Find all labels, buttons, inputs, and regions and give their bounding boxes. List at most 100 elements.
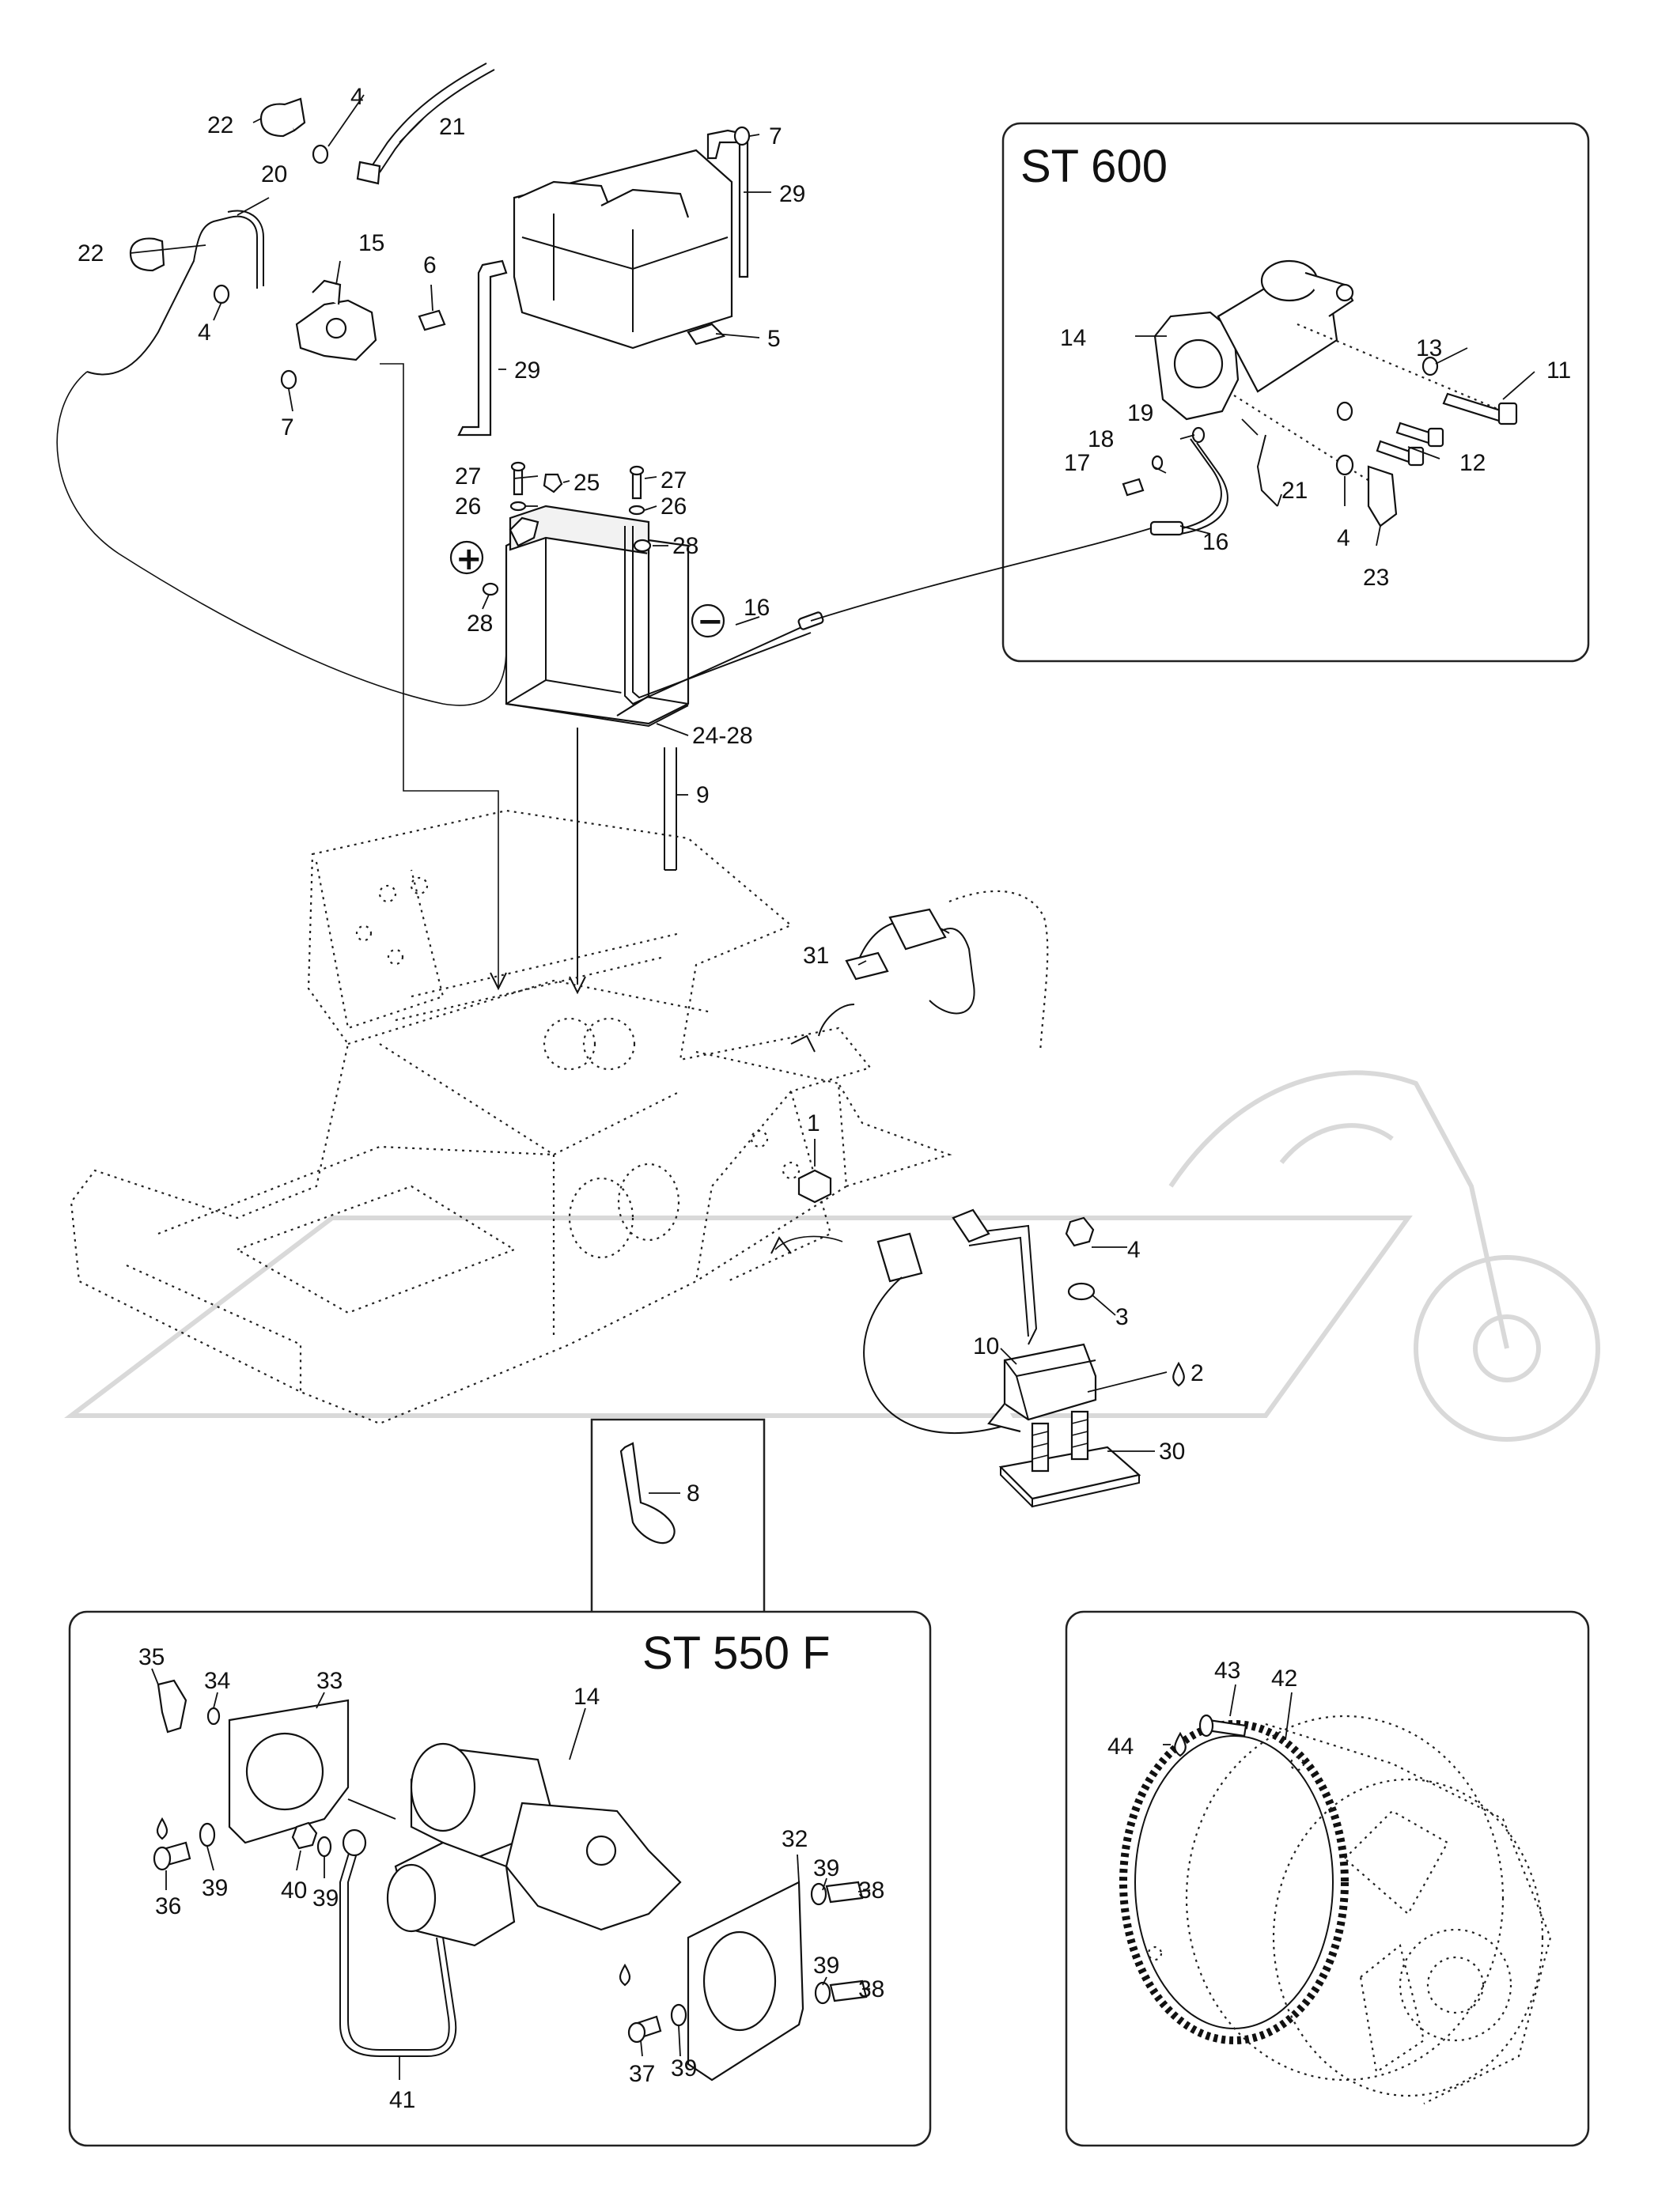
callout-43: 43 xyxy=(1214,1658,1240,1684)
callout-24-28: 24-28 xyxy=(692,723,753,749)
watermark-motorcycle xyxy=(64,1070,1600,1442)
callout-44: 44 xyxy=(1107,1734,1134,1760)
nut-28-right xyxy=(633,539,652,553)
callout-27: 27 xyxy=(661,467,687,493)
callout-28: 28 xyxy=(672,533,698,559)
st600-panel: ST 600 xyxy=(1001,122,1590,663)
spring-right xyxy=(1070,1410,1089,1461)
spring-left xyxy=(1031,1422,1050,1473)
st600-frame xyxy=(1001,122,1590,663)
washer-39-r1 xyxy=(810,1882,827,1906)
washer-39-r2 xyxy=(814,1981,831,2005)
callout-7: 7 xyxy=(281,414,294,441)
drop-icon-37 xyxy=(619,1963,631,1987)
cable-41 xyxy=(339,1842,457,2057)
st600-nut-4 xyxy=(1335,454,1354,476)
callout-6: 6 xyxy=(423,252,437,278)
callout-22: 22 xyxy=(207,112,233,138)
callout-29: 29 xyxy=(779,181,805,207)
callout-19: 19 xyxy=(1127,400,1153,426)
cable-21 xyxy=(371,62,487,167)
callout-21: 21 xyxy=(439,114,465,140)
washer-3 xyxy=(1067,1282,1096,1301)
negative-symbol xyxy=(691,603,725,638)
nut-4-left xyxy=(213,284,230,304)
ring-gear-frame xyxy=(1065,1610,1590,2147)
washer-39-mid xyxy=(316,1836,332,1858)
callout-30: 30 xyxy=(1159,1439,1185,1465)
nut-4-top xyxy=(312,144,329,164)
callout-14: 14 xyxy=(573,1684,600,1710)
st600-washer xyxy=(1336,401,1353,422)
battery: + − 27 26 25 27 26 28 28 16 24-28 9 xyxy=(449,461,1152,995)
voltage-regulator: 4 3 10 2 30 xyxy=(770,1208,1204,1508)
washer-39-low xyxy=(670,2003,687,2027)
chassis-frame xyxy=(70,809,952,1425)
nut-7-top xyxy=(733,126,751,146)
callout-23: 23 xyxy=(1363,565,1389,591)
st550f-panel: ST 550 F xyxy=(68,1610,932,2147)
callout-4: 4 xyxy=(350,84,364,110)
callout-39: 39 xyxy=(813,1855,839,1881)
nut-40 xyxy=(291,1821,318,1850)
screw-6 xyxy=(418,309,446,331)
callout-39: 39 xyxy=(671,2055,697,2082)
washer-34 xyxy=(206,1707,221,1726)
battery-strap xyxy=(505,703,689,728)
callout-34: 34 xyxy=(204,1668,230,1694)
callout-32: 32 xyxy=(782,1826,808,1852)
svg-text:−: − xyxy=(697,603,724,640)
callout-26: 26 xyxy=(661,493,687,520)
callout-12: 12 xyxy=(1459,450,1486,476)
callout-9: 9 xyxy=(696,782,710,808)
tie-wrap-panel: 8 xyxy=(590,1418,766,1617)
callout-8: 8 xyxy=(687,1480,700,1507)
callout-39: 39 xyxy=(202,1875,228,1901)
callout-13: 13 xyxy=(1416,335,1442,361)
positive-cable-loop xyxy=(56,371,507,706)
battery-box-5: 5 xyxy=(513,149,781,352)
callout-38: 38 xyxy=(858,1976,884,2002)
svg-text:+: + xyxy=(456,541,483,577)
tie-wrap-8 xyxy=(619,1442,676,1545)
st600-cable-16 xyxy=(1174,438,1222,531)
callout-4: 4 xyxy=(1337,525,1350,551)
callout-28: 28 xyxy=(467,611,493,637)
bolt-38-bottom xyxy=(829,1979,868,2002)
callout-40: 40 xyxy=(281,1877,307,1904)
boot-22-left xyxy=(129,237,165,272)
fuse-holder xyxy=(888,908,947,951)
clamp-35 xyxy=(157,1679,187,1734)
callout-16: 16 xyxy=(1202,529,1228,555)
st550f-title: ST 550 F xyxy=(642,1628,831,1679)
connector-1 xyxy=(797,1169,832,1204)
st600-cable-21 xyxy=(1256,434,1278,507)
nut-7-left xyxy=(280,369,297,390)
callout-29: 29 xyxy=(514,357,540,384)
callout-20: 20 xyxy=(261,161,287,187)
plate-30 xyxy=(998,1446,1141,1500)
callout-11: 11 xyxy=(1546,357,1571,384)
callout-2: 2 xyxy=(1191,1360,1204,1386)
callout-18: 18 xyxy=(1088,426,1114,452)
positive-terminal xyxy=(509,516,539,547)
screw-27-left xyxy=(510,461,526,496)
fuse-harness: 31 1 xyxy=(790,890,1049,1204)
callout-10: 10 xyxy=(973,1333,999,1359)
callout-5: 5 xyxy=(767,326,781,352)
callout-17: 17 xyxy=(1064,450,1090,476)
solenoid-assembly: 4 22 21 20 22 15 4 7 xyxy=(56,62,507,989)
washer-26-right xyxy=(628,505,645,516)
nut-4 xyxy=(1065,1216,1095,1247)
callout-33: 33 xyxy=(316,1668,343,1694)
screw-27-right xyxy=(629,465,645,500)
callout-38: 38 xyxy=(858,1877,884,1904)
callout-37: 37 xyxy=(629,2061,655,2087)
st600-title: ST 600 xyxy=(1020,141,1168,192)
st550f-starter-motor xyxy=(347,1742,682,1947)
st600-washer-13 xyxy=(1421,356,1439,376)
callout-31: 31 xyxy=(803,943,829,969)
callout-15: 15 xyxy=(358,230,384,256)
callout-4: 4 xyxy=(1127,1237,1141,1263)
